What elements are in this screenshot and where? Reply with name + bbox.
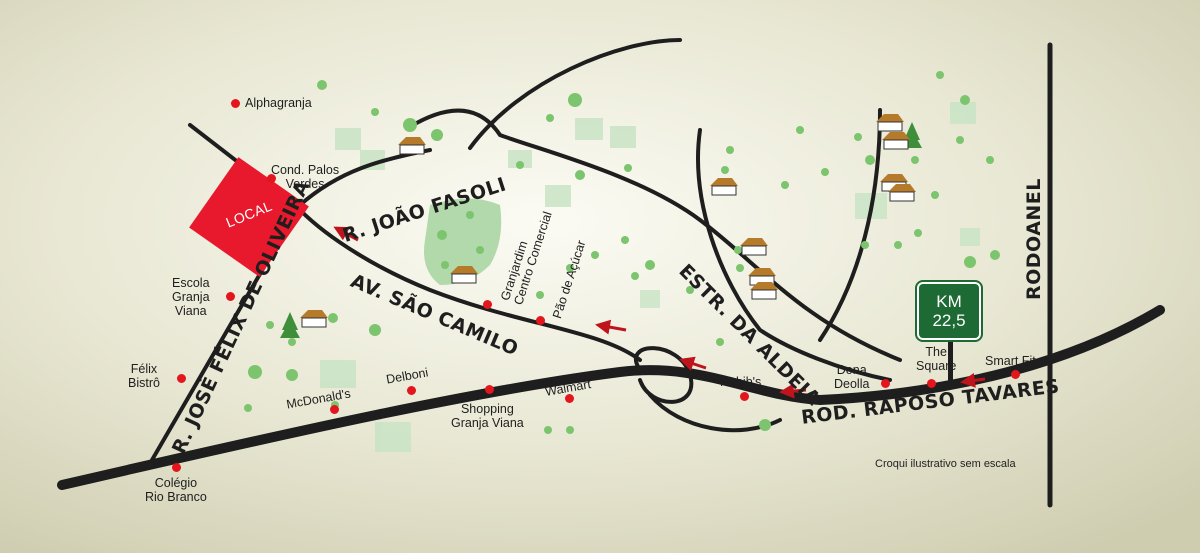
poi-label-escola: Escola Granja Viana bbox=[172, 276, 210, 318]
km-sign-line1: KM bbox=[936, 292, 962, 311]
green-patches bbox=[320, 102, 980, 452]
poi-dot-colegio bbox=[171, 462, 181, 472]
road-inner-curve bbox=[696, 128, 892, 382]
road-loop bbox=[634, 346, 694, 404]
poi-dot-escola bbox=[225, 291, 235, 301]
road-label-rodoanel: RODOANEL bbox=[1023, 178, 1045, 300]
poi-dot-dona-deolla bbox=[880, 378, 890, 388]
poi-dot-walmart bbox=[564, 393, 574, 403]
poi-dot-pao bbox=[535, 315, 545, 325]
poi-dot-the-square bbox=[926, 378, 936, 388]
poi-dot-smart-fit bbox=[1010, 369, 1020, 379]
poi-dot-alphagranja bbox=[230, 98, 240, 108]
poi-dot-palos-verdes bbox=[266, 173, 276, 183]
poi-label-dona-deolla: Dona Deolla bbox=[834, 363, 870, 391]
poi-dot-habibs bbox=[739, 391, 749, 401]
scale-note: Croqui ilustrativo sem escala bbox=[875, 458, 1016, 470]
poi-dot-mcdonalds bbox=[329, 404, 339, 414]
poi-dot-felix bbox=[176, 373, 186, 383]
poi-label-shopping: Shopping Granja Viana bbox=[451, 402, 524, 430]
poi-dot-shopping bbox=[484, 384, 494, 394]
road-estr-aldeia bbox=[406, 108, 902, 362]
poi-label-palos-verdes: Cond. Palos Verdes bbox=[271, 163, 340, 191]
road-raposo-tavares bbox=[57, 305, 1165, 490]
road-east-curve bbox=[818, 108, 882, 342]
km-sign-line2: 22,5 bbox=[932, 311, 966, 330]
poi-label-alphagranja: Alphagranja bbox=[245, 96, 312, 110]
houses bbox=[300, 114, 916, 328]
km-sign-post bbox=[948, 340, 953, 385]
direction-arrows bbox=[333, 226, 986, 399]
road-sao-camilo bbox=[188, 123, 642, 362]
poi-dot-granjardim bbox=[482, 299, 492, 309]
road-upper-curve bbox=[468, 38, 682, 150]
poi-dot-delboni bbox=[406, 385, 416, 395]
trees bbox=[244, 71, 1000, 434]
poi-label-smart-fit: Smart Fit bbox=[985, 354, 1036, 368]
poi-label-the-square: The Square bbox=[916, 345, 957, 373]
poi-label-habibs: Habib's bbox=[720, 375, 762, 389]
km-sign: KM 22,5 bbox=[915, 280, 983, 342]
poi-label-felix: Félix Bistrô bbox=[128, 362, 160, 390]
poi-label-colegio: Colégio Rio Branco bbox=[145, 476, 207, 504]
